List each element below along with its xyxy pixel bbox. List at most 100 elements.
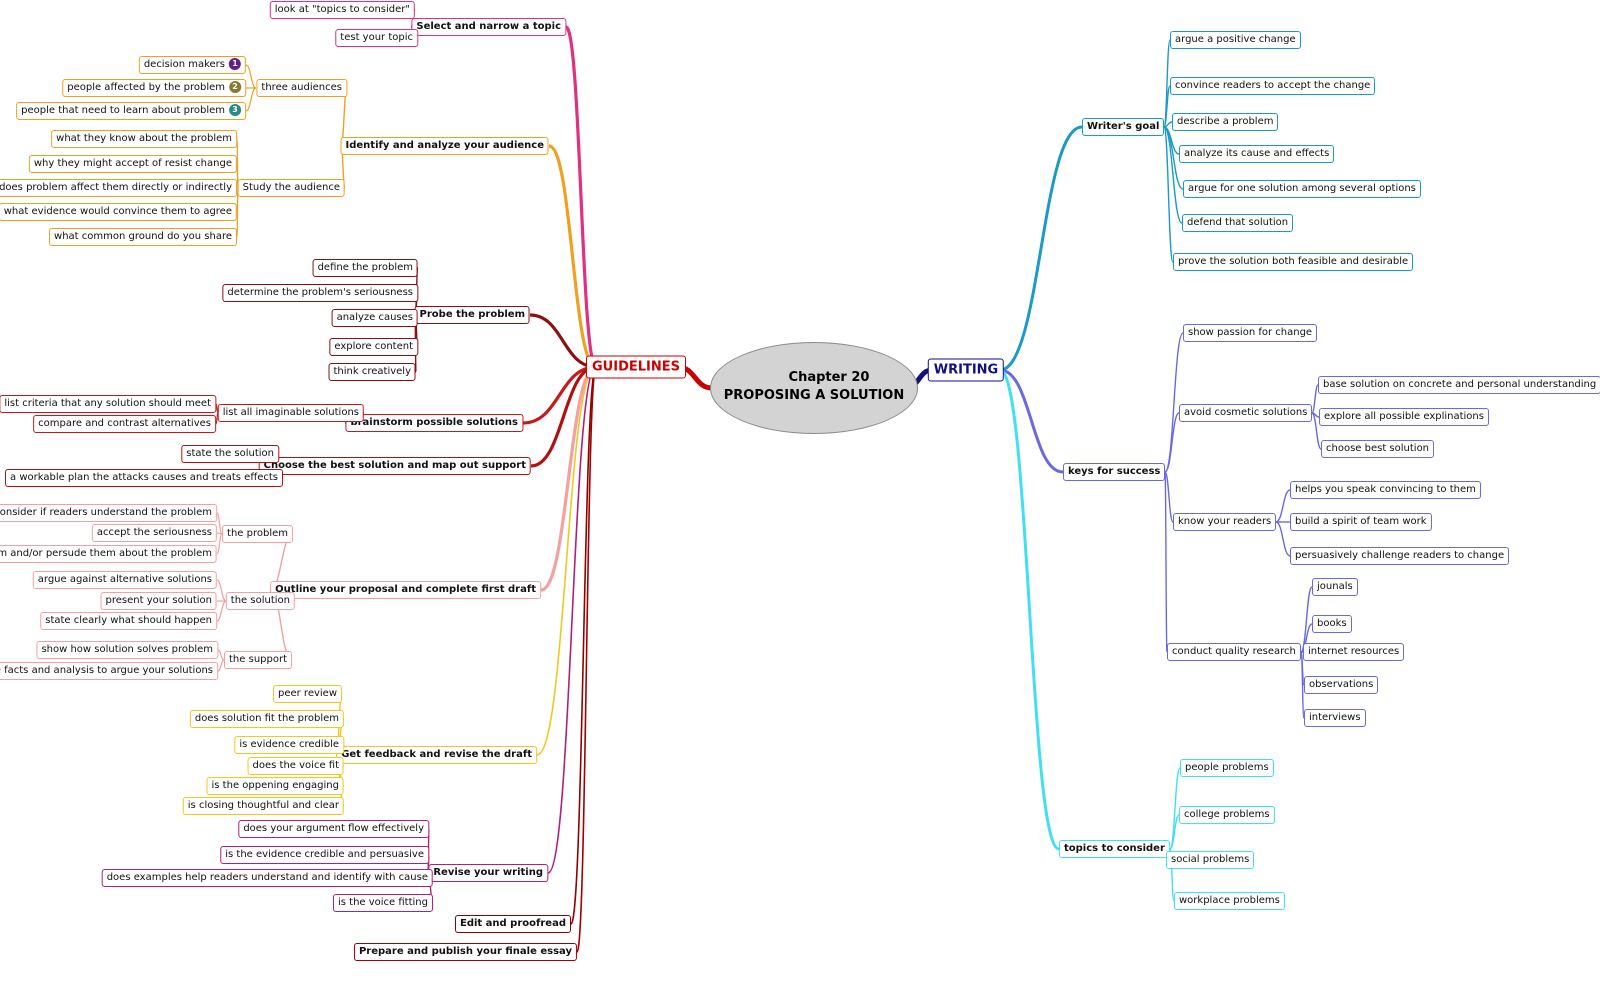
topic-label: the support [229,654,287,665]
topic-label: explore all possible explinations [1324,411,1484,422]
topic-does-your-argument-flow-effectively[interactable]: does your argument flow effectively [238,820,429,838]
topic-convince-readers-to-accept-the-change[interactable]: convince readers to accept the change [1170,77,1376,95]
topic-analyze-its-cause-and-effects[interactable]: analyze its cause and effects [1179,145,1335,163]
topic-look-at-topics-to-consider[interactable]: look at "topics to consider" [269,1,415,19]
topic-show-passion-for-change[interactable]: show passion for change [1183,324,1318,342]
topic-is-evidence-credible[interactable]: is evidence credible [234,736,344,754]
connector-line [1275,521,1291,557]
topic-does-solution-fit-the-problem[interactable]: does solution fit the problem [189,710,344,728]
topic-know-your-readers[interactable]: know your readers [1173,513,1277,531]
topic-choose-best-solution[interactable]: choose best solution [1321,440,1435,458]
topic-label: test your topic [340,32,413,43]
topic-peer-review[interactable]: peer review [272,685,342,703]
connector-line [522,365,597,425]
topic-think-creatively[interactable]: think creatively [328,363,416,381]
topic-inform-and-or-persude-them-about-the-pro[interactable]: inform and/or persude them about the pro… [0,545,217,563]
topic-prepare-and-publish-your-finale-essay[interactable]: Prepare and publish your finale essay [353,943,577,961]
topic-college-problems[interactable]: college problems [1179,806,1275,824]
topic-is-closing-thoughtful-and-clear[interactable]: is closing thoughtful and clear [182,797,344,815]
topic-probe-the-problem[interactable]: Probe the problem [414,306,530,324]
topic-what-they-know-about-the-problem[interactable]: what they know about the problem [51,130,237,148]
topic-the-solution[interactable]: the solution [225,592,295,610]
topic-select-and-narrow-a-topic[interactable]: Select and narrow a topic [411,18,566,36]
topic-label: consider if readers understand the probl… [0,507,212,518]
topic-does-examples-help-readers-understand-an[interactable]: does examples help readers understand an… [101,869,433,887]
topic-label: Outline your proposal and complete first… [275,584,536,595]
topic-describe-a-problem[interactable]: describe a problem [1172,113,1279,131]
topic-the-support[interactable]: the support [224,651,292,669]
connector-line [216,579,227,602]
topic-workplace-problems[interactable]: workplace problems [1174,892,1285,910]
topic-jounals[interactable]: jounals [1312,578,1358,596]
topic-test-your-topic[interactable]: test your topic [335,29,418,47]
topic-what-common-ground-do-you-share[interactable]: what common ground do you share [49,228,237,246]
connector-line [570,366,597,925]
topic-label: jounals [1317,581,1353,592]
topic-base-solution-on-concrete-and-personal-u[interactable]: base solution on concrete and personal u… [1318,376,1600,394]
topic-revise-your-writing[interactable]: Revise your writing [428,864,548,882]
topic-label: show passion for change [1188,327,1313,338]
topic-analyze-causes[interactable]: analyze causes [331,309,418,327]
topic-three-audiences[interactable]: three audiences [256,79,347,97]
central-topic[interactable]: Chapter 20 PROPOSING A SOLUTION [710,342,918,434]
connector-line [1163,126,1183,224]
topic-what-evidence-would-convince-them-to-agr[interactable]: what evidence would convince them to agr… [0,203,237,221]
topic-interviews[interactable]: interviews [1304,709,1366,727]
topic-explore-all-possible-explinations[interactable]: explore all possible explinations [1319,408,1489,426]
topic-present-your-solution[interactable]: present your solution [100,592,217,610]
topic-use-facts-and-analysis-to-argue-your-sol[interactable]: use facts and analysis to argue your sol… [0,662,218,680]
topic-list-criteria-that-any-solution-should-m[interactable]: list criteria that any solution should m… [0,395,216,413]
topic-observations[interactable]: observations [1304,676,1379,694]
topic-social-problems[interactable]: social problems [1166,851,1255,869]
topic-list-all-imaginable-solutions[interactable]: list all imaginable solutions [217,404,364,422]
topic-conduct-quality-research[interactable]: conduct quality research [1167,643,1301,661]
topic-books[interactable]: books [1312,615,1352,633]
topic-why-they-might-accept-of-resist-change[interactable]: why they might accept of resist change [28,155,237,173]
topic-edit-and-proofread[interactable]: Edit and proofread [455,915,571,933]
topic-outline-your-proposal-and-complete-first[interactable]: Outline your proposal and complete first… [270,581,541,599]
topic-is-the-voice-fitting[interactable]: is the voice fitting [332,894,433,912]
topic-argue-against-alternative-solutions[interactable]: argue against alternative solutions [32,571,217,589]
topic-avoid-cosmetic-solutions[interactable]: avoid cosmetic solutions [1179,404,1313,422]
topic-compare-and-contrast-alternatives[interactable]: compare and contrast alternatives [33,415,216,433]
topic-identify-and-analyze-your-audience[interactable]: Identify and analyze your audience [340,137,549,155]
topic-is-the-evidence-credible-and-persuasive[interactable]: is the evidence credible and persuasive [220,846,429,864]
topic-state-clearly-what-should-happen[interactable]: state clearly what should happen [40,612,217,630]
topic-build-a-spirit-of-team-work[interactable]: build a spirit of team work [1290,513,1432,531]
writing-topic[interactable]: WRITING [927,358,1005,382]
topic-the-problem[interactable]: the problem [222,525,293,543]
topic-label: analyze its cause and effects [1184,148,1330,159]
topic-argue-a-positive-change[interactable]: argue a positive change [1170,31,1301,49]
topic-helps-you-speak-convincing-to-them[interactable]: helps you speak convincing to them [1290,481,1481,499]
topic-state-the-solution[interactable]: state the solution [181,445,279,463]
topic-writer-s-goal[interactable]: Writer's goal [1082,118,1165,136]
topic-determine-the-problem-s-seriousness[interactable]: determine the problem's seriousness [222,284,418,302]
topic-persuasively-challenge-readers-to-change[interactable]: persuasively challenge readers to change [1290,547,1510,565]
topic-people-problems[interactable]: people problems [1180,759,1274,777]
topic-internet-resources[interactable]: internet resources [1303,643,1405,661]
topic-is-the-oppening-engaging[interactable]: is the oppening engaging [206,777,344,795]
topic-show-how-solution-solves-problem[interactable]: show how solution solves problem [36,641,218,659]
topic-consider-if-readers-understand-the-probl[interactable]: consider if readers understand the probl… [0,504,217,522]
topic-get-feedback-and-revise-the-draft[interactable]: Get feedback and revise the draft [336,746,537,764]
topic-brainstorm-possible-solutions[interactable]: brainstorm possible solutions [345,414,523,432]
topic-does-problem-affect-them-directly-or-ind[interactable]: does problem affect them directly or ind… [0,179,237,197]
topic-does-the-voice-fit[interactable]: does the voice fit [247,757,344,775]
topic-topics-to-consider[interactable]: topics to consider [1059,840,1170,858]
topic-defend-that-solution[interactable]: defend that solution [1182,214,1294,232]
topic-argue-for-one-solution-among-several-opt[interactable]: argue for one solution among several opt… [1183,180,1421,198]
topic-label: Study the audience [242,182,340,193]
topic-keys-for-success[interactable]: keys for success [1063,463,1166,481]
topic-label: is evidence credible [239,739,339,750]
topic-study-the-audience[interactable]: Study the audience [237,179,345,197]
topic-choose-the-best-solution-and-map-out-sup[interactable]: Choose the best solution and map out sup… [258,457,531,475]
topic-explore-content[interactable]: explore content [329,338,418,356]
guidelines-topic[interactable]: GUIDELINES [586,355,686,379]
topic-accept-the-seriousness[interactable]: accept the seriousness [91,524,217,542]
topic-define-the-problem[interactable]: define the problem [312,259,418,277]
topic-prove-the-solution-both-feasible-and-des[interactable]: prove the solution both feasible and des… [1173,253,1414,271]
topic-a-workable-plan-the-attacks-causes-and-t[interactable]: a workable plan the attacks causes and t… [5,469,283,487]
